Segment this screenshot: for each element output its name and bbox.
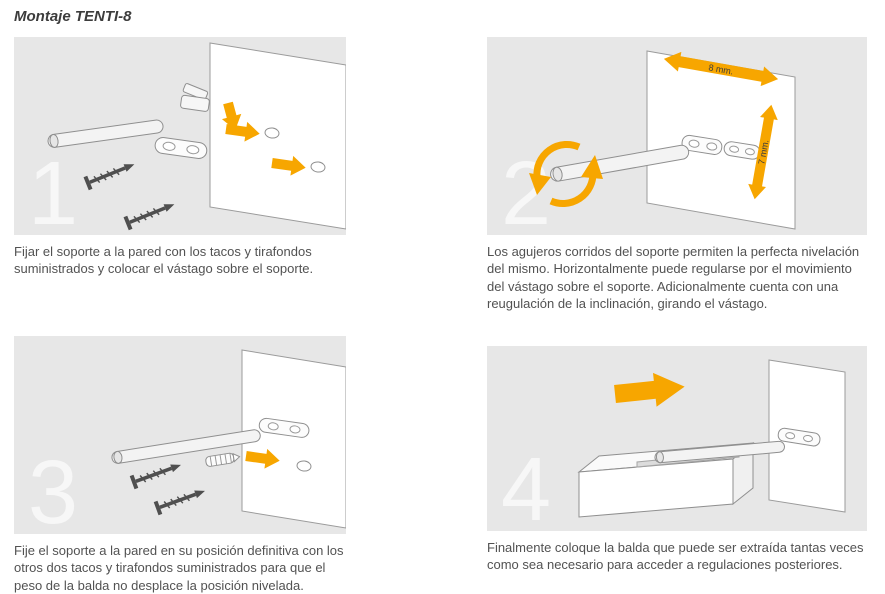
- step-2: 2: [487, 37, 867, 312]
- step-3-caption: Fije el soporte a la pared en su posició…: [14, 543, 344, 593]
- page-title: Montaje TENTI-8: [14, 8, 132, 25]
- clamp-part: [180, 83, 210, 112]
- step-3-illustration: [111, 349, 346, 529]
- screw-icon: [123, 195, 179, 232]
- step-2-caption: Los agujeros corridos del soporte permit…: [487, 244, 860, 311]
- step-2-panel: 2: [487, 37, 867, 235]
- step-1-caption: Fijar el soporte a la pared con los taco…: [14, 244, 314, 277]
- rod: [47, 119, 164, 148]
- wall-hole: [310, 161, 326, 173]
- rotation-arrow-icon: [533, 140, 581, 178]
- screw-icon: [83, 155, 139, 192]
- arrow-down-icon: [221, 101, 242, 131]
- step-3: 3: [14, 336, 346, 594]
- step-1: 1: [14, 37, 346, 312]
- rotation-arrowhead: [581, 155, 603, 179]
- wall-hole: [296, 460, 312, 472]
- step-4: 4: [487, 336, 867, 594]
- step-number: 1: [28, 144, 78, 235]
- arrow-icon: [245, 449, 280, 469]
- bracket-plate: [681, 134, 723, 155]
- step-3-panel: 3: [14, 336, 346, 535]
- slide-arrow-icon: [614, 373, 685, 407]
- bracket-plate: [154, 136, 208, 160]
- wall: [241, 349, 346, 529]
- rotation-arrowhead: [529, 173, 551, 195]
- horizontal-adjust-label: 8 mm.: [708, 62, 734, 76]
- vertical-adjust-label: 7 mm.: [756, 139, 770, 165]
- screw-icon: [129, 456, 186, 491]
- arrow-icon: [271, 155, 306, 176]
- horizontal-adjust-arrow: 8 mm.: [663, 51, 779, 87]
- wall-hole: [264, 127, 280, 139]
- screw-icon: [153, 482, 210, 517]
- step-1-panel: 1: [14, 37, 346, 235]
- vertical-adjust-arrow: 7 mm.: [748, 104, 778, 200]
- bracket-plate: [258, 417, 310, 439]
- rod: [111, 429, 261, 464]
- rotation-arrow-icon: [549, 172, 597, 207]
- step-4-caption: Finalmente coloque la balda que puede se…: [487, 540, 864, 573]
- step-1-illustration: [47, 42, 346, 232]
- bracket-plate: [777, 427, 821, 447]
- step-4-illustration: [577, 359, 846, 518]
- rod: [654, 440, 785, 464]
- step-number: 3: [28, 443, 78, 535]
- step-4-panel: 4: [487, 346, 867, 532]
- steps-grid: 1: [14, 37, 867, 594]
- step-2-illustration: 8 mm. 7 mm.: [529, 50, 796, 230]
- step-number: 4: [501, 440, 551, 532]
- wall-plug: [205, 452, 241, 467]
